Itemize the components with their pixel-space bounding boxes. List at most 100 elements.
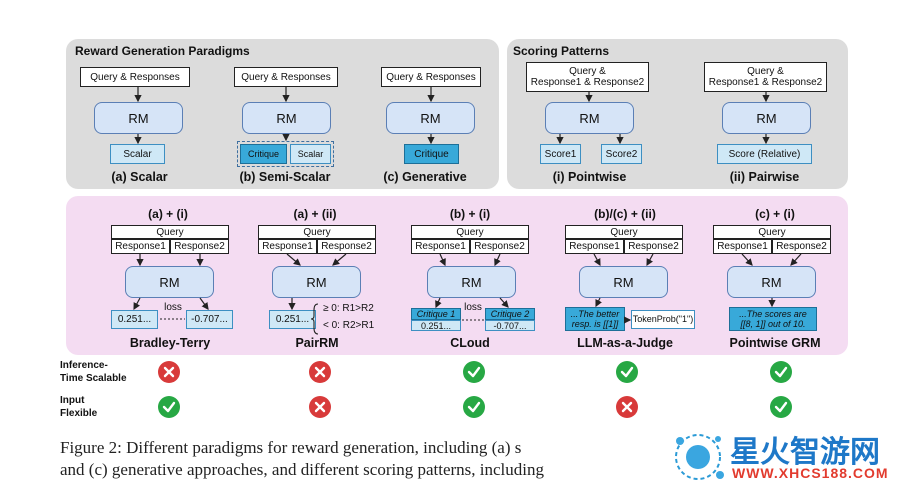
- rm-box: RM: [272, 266, 361, 298]
- inference-scalable-label: Inference- Time Scalable: [60, 359, 127, 385]
- score-output-1: 0.251...: [411, 320, 461, 331]
- response1-box: Response1: [565, 239, 624, 254]
- query-responses-box-a: Query & Responses: [80, 67, 190, 87]
- inference-label-line1: Inference-: [60, 360, 108, 371]
- rm-box-c: RM: [386, 102, 475, 134]
- method-header: (c) + (i): [755, 207, 795, 221]
- method-header: (a) + (ii): [293, 207, 337, 221]
- critique-2-output: Critique 2: [485, 308, 535, 320]
- query-box: Query: [713, 225, 831, 239]
- query-pair-line2: Response1 & Response2: [708, 77, 823, 88]
- query-responses-box-b: Query & Responses: [234, 67, 338, 87]
- rule-r2-wins: < 0: R2>R1: [323, 320, 375, 331]
- method-name-pairrm: PairRM: [295, 336, 339, 350]
- method-header: (a) + (i): [148, 207, 188, 221]
- caption-pairwise: (ii) Pairwise: [729, 170, 800, 184]
- method-name-bradley-terry: Bradley-Terry: [129, 336, 211, 350]
- cross-icon: [616, 396, 638, 418]
- watermark-title: 星火智游网: [730, 435, 880, 470]
- grm-output-line2: [[8, 1]] out of 10.: [740, 319, 806, 329]
- caption-pointwise: (i) Pointwise: [552, 170, 627, 184]
- watermark: 星火智游网 WWW.XHCS188.COM: [668, 425, 916, 485]
- reward-paradigms-title: Reward Generation Paradigms: [75, 44, 250, 58]
- query-box: Query: [111, 225, 229, 239]
- inference-label-line2: Time Scalable: [60, 373, 127, 384]
- method-header: (b) + (i): [449, 207, 491, 221]
- judge-output: ...The better resp. is [[1]]: [565, 307, 625, 331]
- score-relative-output: Score (Relative): [717, 144, 812, 164]
- method-name-cloud: CLoud: [450, 336, 490, 350]
- rm-box-a: RM: [94, 102, 183, 134]
- caption-semi-scalar: (b) Semi-Scalar: [239, 170, 331, 184]
- rm-box-pairwise: RM: [722, 102, 811, 134]
- scalar-output-b: Scalar: [290, 144, 331, 164]
- rm-box: RM: [125, 266, 214, 298]
- critique-1-output: Critique 1: [411, 308, 461, 320]
- query-box: Query: [258, 225, 376, 239]
- cross-icon: [309, 396, 331, 418]
- rm-box: RM: [427, 266, 516, 298]
- cross-icon: [158, 361, 180, 383]
- method-name-llm-judge: LLM-as-a-Judge: [577, 336, 673, 350]
- critique-output-c: Critique: [404, 144, 459, 164]
- score2-output: Score2: [601, 144, 642, 164]
- rm-box-pointwise: RM: [545, 102, 634, 134]
- response2-box: Response2: [772, 239, 831, 254]
- figure-caption-line1: Figure 2: Different paradigms for reward…: [60, 438, 522, 457]
- loss-label: loss: [464, 302, 482, 313]
- query-pair-line1: Query &: [747, 66, 784, 77]
- caption-generative: (c) Generative: [383, 170, 467, 184]
- check-icon: [463, 361, 485, 383]
- query-responses-box-c: Query & Responses: [381, 67, 481, 87]
- method-header: (b)/(c) + (ii): [594, 207, 656, 221]
- grm-output-line1: ...The scores are: [739, 309, 807, 319]
- input-label-line2: Flexible: [60, 408, 98, 419]
- semi-scalar-dashed-group: [237, 141, 334, 167]
- critique-output-b: Critique: [240, 144, 287, 164]
- query-box: Query: [411, 225, 529, 239]
- rm-box: RM: [727, 266, 816, 298]
- response2-box: Response2: [470, 239, 529, 254]
- query-box: Query: [565, 225, 683, 239]
- check-icon: [616, 361, 638, 383]
- score-output-2: -0.707...: [186, 310, 233, 329]
- score-output-1: 0.251...: [269, 310, 316, 329]
- response2-box: Response2: [317, 239, 376, 254]
- watermark-logo-icon: [675, 434, 724, 480]
- scoring-patterns-title: Scoring Patterns: [513, 44, 610, 58]
- query-pair-box-i: Query & Response1 & Response2: [526, 62, 649, 92]
- response1-box: Response1: [411, 239, 470, 254]
- grm-output: ...The scores are [[8, 1]] out of 10.: [729, 307, 817, 331]
- query-pair-line2: Response1 & Response2: [530, 77, 645, 88]
- response1-box: Response1: [111, 239, 170, 254]
- rm-box-b: RM: [242, 102, 331, 134]
- response1-box: Response1: [713, 239, 772, 254]
- loss-label: loss: [164, 302, 182, 313]
- score-output-2: -0.707...: [485, 320, 535, 331]
- figure-caption-line2: and (c) generative approaches, and diffe…: [60, 460, 544, 479]
- input-flexible-label: Input Flexible: [60, 394, 97, 420]
- query-pair-line1: Query &: [569, 66, 606, 77]
- response2-box: Response2: [170, 239, 229, 254]
- score1-output: Score1: [540, 144, 581, 164]
- response2-box: Response2: [624, 239, 683, 254]
- check-icon: [463, 396, 485, 418]
- judge-output-line2: resp. is [[1]]: [571, 319, 619, 329]
- cross-icon: [309, 361, 331, 383]
- score-output-1: 0.251...: [111, 310, 158, 329]
- rule-r1-wins: ≥ 0: R1>R2: [323, 303, 374, 314]
- rm-box: RM: [579, 266, 668, 298]
- response1-box: Response1: [258, 239, 317, 254]
- caption-scalar: (a) Scalar: [111, 170, 168, 184]
- scalar-output-a: Scalar: [110, 144, 165, 164]
- input-label-line1: Input: [60, 395, 85, 406]
- check-icon: [158, 396, 180, 418]
- check-icon: [770, 396, 792, 418]
- watermark-url: WWW.XHCS188.COM: [732, 465, 889, 481]
- query-pair-box-ii: Query & Response1 & Response2: [704, 62, 827, 92]
- check-icon: [770, 361, 792, 383]
- method-name-pointwise-grm: Pointwise GRM: [729, 336, 821, 350]
- judge-output-line1: ...The better: [570, 309, 620, 319]
- token-prob-box: TokenProb("1"): [631, 310, 695, 329]
